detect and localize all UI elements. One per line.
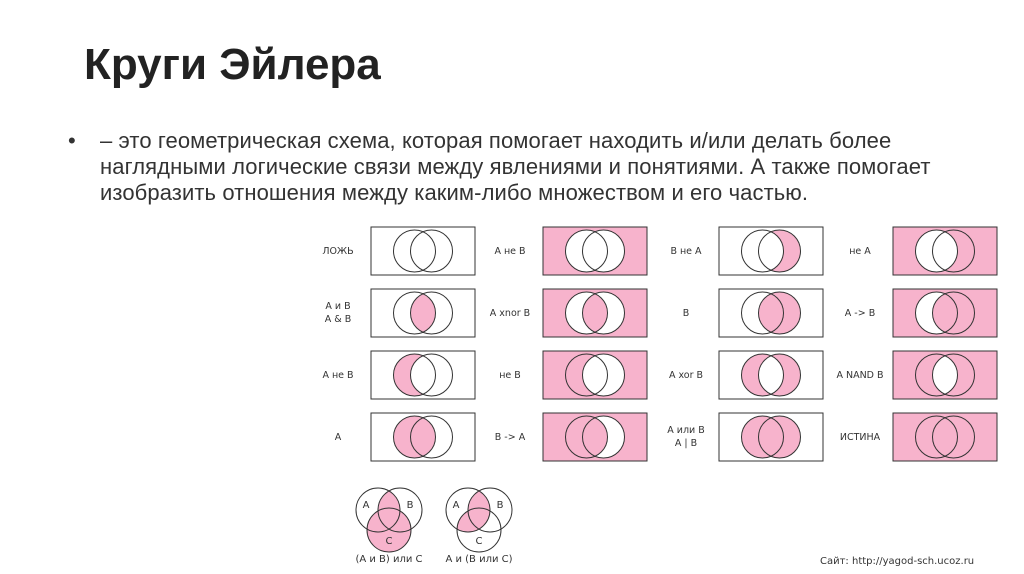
venn-diagram-r0-c2 xyxy=(718,226,824,276)
venn-diagram-r2-c1 xyxy=(542,350,648,400)
venn-diagram-r1-c3 xyxy=(892,288,998,338)
cell-label-r0-c1: A не B xyxy=(494,245,526,257)
three-set-label-b: B xyxy=(497,500,504,511)
venn-diagram-r0-c0 xyxy=(370,226,476,276)
cell-label-r0-c0: ЛОЖЬ xyxy=(322,245,354,257)
three-set-label-a: A xyxy=(453,500,460,511)
three-set-label-c: C xyxy=(476,536,483,547)
three-set-caption-2: A и (B или C) xyxy=(445,554,513,565)
cell-label-r2-c3: A NAND B xyxy=(836,369,884,381)
venn-diagram-r0-c3 xyxy=(892,226,998,276)
three-set-label-c: C xyxy=(386,536,393,547)
venn-diagram-r2-c3 xyxy=(892,350,998,400)
cell-label-r2-c1: не B xyxy=(499,369,521,381)
cell-label-r1-c2: B xyxy=(682,307,690,319)
venn-diagram-r3-c3 xyxy=(892,412,998,462)
venn-diagram-r3-c1 xyxy=(542,412,648,462)
three-set-label-a: A xyxy=(363,500,370,511)
cell-label-r3-c1: B -> A xyxy=(494,431,526,443)
three-set-caption-1: (A и B) или C xyxy=(355,554,423,565)
bullet-text: – это геометрическая схема, которая помо… xyxy=(100,128,931,205)
venn-diagram-r0-c1 xyxy=(542,226,648,276)
site-note: Сайт: http://yagod-sch.ucoz.ru xyxy=(820,556,975,567)
venn-diagram-r3-c0 xyxy=(370,412,476,462)
cell-label-r2-c2: A xor B xyxy=(668,369,704,381)
venn-diagram-r1-c2 xyxy=(718,288,824,338)
cell-label-r3-c3: ИСТИНА xyxy=(839,431,881,443)
three-set-diagram-2: A B C xyxy=(445,487,513,553)
venn-diagram-r3-c2 xyxy=(718,412,824,462)
cell-label-r2-c0: A не B xyxy=(322,369,354,381)
cell-label-r0-c2: B не A xyxy=(670,245,702,257)
three-set-label-b: B xyxy=(407,500,414,511)
venn-diagram-r2-c0 xyxy=(370,350,476,400)
cell-label-r3-c0: A xyxy=(334,431,342,443)
cell-label-r1-c1: A xnor B xyxy=(489,307,531,319)
bullet-symbol: • xyxy=(68,128,76,153)
three-set-diagram-1: A B C xyxy=(355,487,423,553)
venn-diagram-r2-c2 xyxy=(718,350,824,400)
venn-diagram-r1-c0 xyxy=(370,288,476,338)
venn-diagram-r1-c1 xyxy=(542,288,648,338)
cell-label-r1-c3: A -> B xyxy=(844,307,876,319)
cell-label-r0-c3: не A xyxy=(849,245,871,257)
slide-title: Круги Эйлера xyxy=(84,40,381,89)
